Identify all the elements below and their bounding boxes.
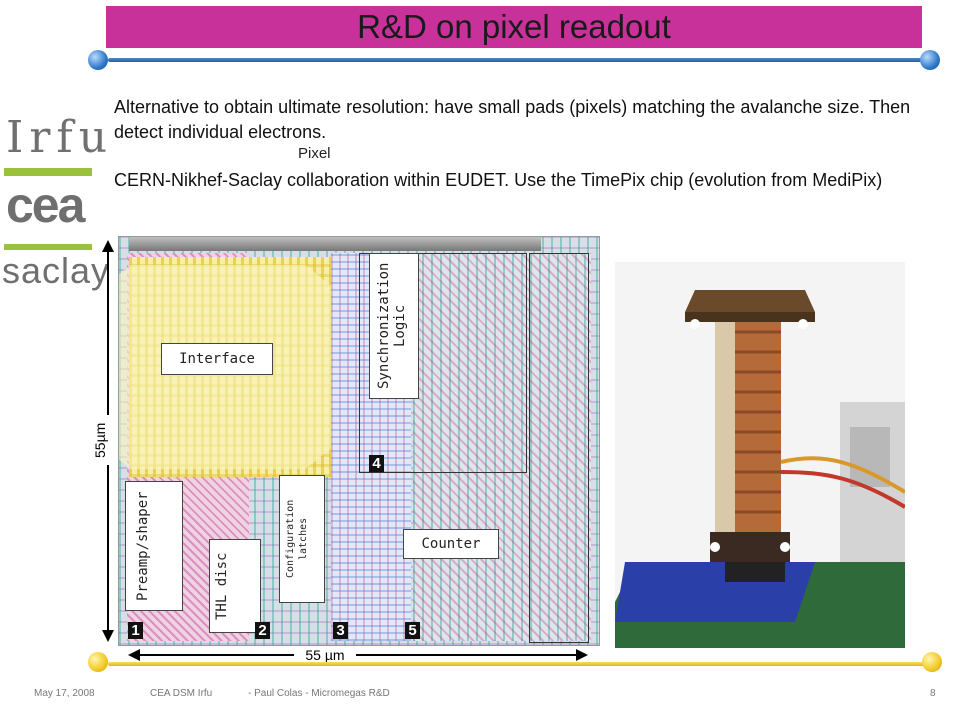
paragraph-resolution: Alternative to obtain ultimate resolutio… [114,97,911,142]
right-block-outline [529,253,589,643]
logo-divider-top [4,168,92,176]
pixel-caption: Pixel [298,145,331,162]
footer-date: May 17, 2008 [34,688,95,699]
thl-box: THL disc [209,539,261,633]
synchronization-label: Synchronization Logic [376,262,408,390]
marker-4: 4 [369,455,384,472]
vertical-dimension-label: 55µm [92,415,110,465]
sync-block-outline [359,253,527,473]
metal-strip [129,237,541,251]
chip-layout: Interface Synchronization Logic Preamp/s… [118,236,600,646]
marker-3: 3 [333,622,348,639]
slide-title: R&D on pixel readout [357,8,671,45]
marker-5: 5 [405,622,420,639]
marker-1: 1 [128,622,143,639]
detector-photo [615,262,905,648]
logo-divider-bottom [4,244,92,250]
preamp-label: Preamp/shaper [135,491,151,601]
cea-logo: cea [6,177,85,233]
horizontal-dimension-label: 55 µm [294,646,356,664]
bottom-divider [108,662,928,666]
configuration-label: Configuration latches [285,499,309,579]
footer-author: - Paul Colas - Micromegas R&D [248,688,390,699]
footer-org: CEA DSM Irfu [150,688,213,699]
yellow-ball-right [922,652,942,672]
saclay-logo: saclay [2,250,111,291]
yellow-ball-left [88,652,108,672]
top-divider [108,58,928,62]
blue-ball-left [88,50,108,70]
counter-label: Counter [403,529,499,559]
title-bar [106,6,922,48]
thl-label: THL disc [214,552,230,620]
configuration-box: Configuration latches [279,475,325,603]
paragraph-collaboration: CERN-Nikhef-Saclay collaboration within … [114,170,883,190]
synchronization-box: Synchronization Logic [369,253,419,399]
preamp-box: Preamp/shaper [125,481,183,611]
digital-region [413,253,591,641]
blue-ball-right [920,50,940,70]
irfu-logo: Irfu [6,112,114,163]
interface-label: Interface [161,343,273,375]
footer-page-number: 8 [930,688,936,699]
detector-illustration [615,262,905,648]
horizontal-dimension-arrow [128,649,588,661]
marker-2: 2 [255,622,270,639]
